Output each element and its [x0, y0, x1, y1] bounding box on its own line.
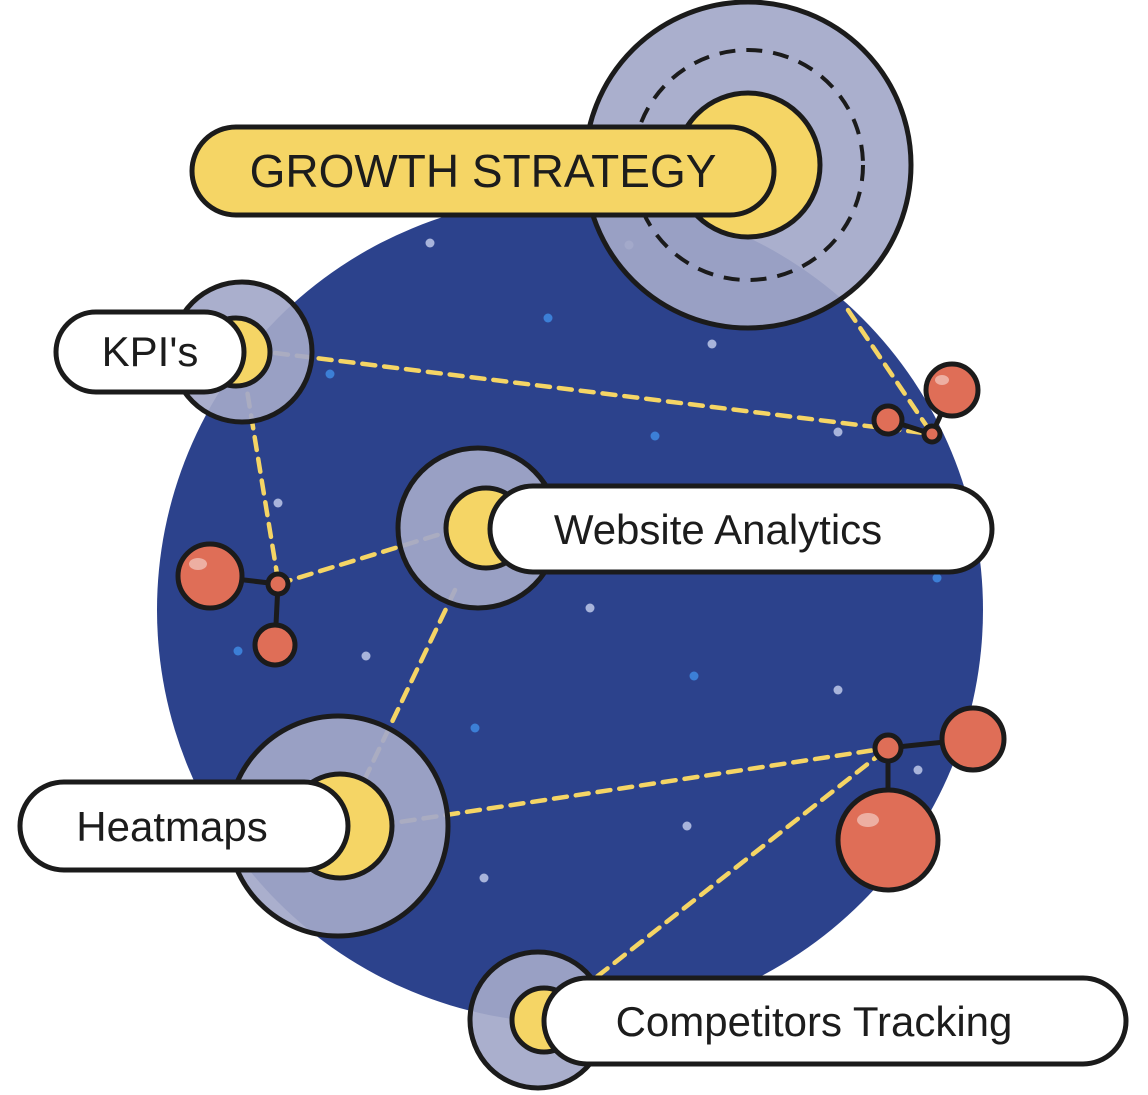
star: [913, 765, 923, 775]
heatmaps-label: Heatmaps: [76, 803, 267, 850]
molecule-node: [252, 622, 298, 668]
kpis-pill: [53, 309, 247, 395]
title-pill: [189, 124, 777, 218]
heatmaps-pill: [17, 779, 351, 873]
connector-lines: [241, 307, 935, 993]
star: [707, 339, 717, 349]
growth-strategy-node[interactable]: GROWTH STRATEGY: [189, 0, 914, 331]
star: [479, 873, 489, 883]
star: [585, 603, 595, 613]
star: [425, 238, 435, 248]
molecule-node: [923, 361, 981, 419]
molecule-node: [939, 705, 1007, 773]
molecule-cluster-bottom-right: [835, 705, 1007, 893]
stars: [233, 238, 942, 883]
competitors-tracking-label: Competitors Tracking: [616, 998, 1013, 1045]
link-competitors-to-cluster: [577, 745, 891, 993]
competitors-tracking-node[interactable]: Competitors Tracking: [467, 949, 1129, 1091]
star: [650, 431, 660, 441]
link-kpis-to-cluster: [272, 350, 935, 437]
molecule-node: [835, 787, 941, 893]
star: [833, 427, 843, 437]
link-strategy-to-cluster: [845, 307, 935, 437]
title-label: GROWTH STRATEGY: [250, 145, 717, 197]
molecule-node: [175, 541, 245, 611]
molecule-node: [921, 423, 943, 445]
star: [273, 498, 283, 508]
star: [470, 723, 480, 733]
competitors-tracking-pill: [541, 975, 1129, 1067]
star: [361, 651, 371, 661]
molecule-node: [265, 571, 291, 597]
star: [233, 646, 243, 656]
website-analytics-node[interactable]: Website Analytics: [395, 445, 995, 611]
website-analytics-label: Website Analytics: [554, 506, 882, 553]
website-analytics-pill: [487, 483, 995, 575]
star: [833, 685, 843, 695]
molecule-node: [871, 403, 905, 437]
molecule-node: [872, 732, 904, 764]
kpis-node[interactable]: KPI's: [53, 279, 315, 425]
star: [689, 671, 699, 681]
molecule-cluster-top-right: [871, 361, 981, 445]
link-heatmaps-to-cluster: [377, 745, 891, 828]
heatmaps-node[interactable]: Heatmaps: [17, 713, 451, 939]
star: [543, 313, 553, 323]
star: [325, 369, 335, 379]
molecule-cluster-left: [175, 541, 298, 668]
star: [682, 821, 692, 831]
star: [932, 573, 942, 583]
kpis-label: KPI's: [102, 328, 199, 375]
